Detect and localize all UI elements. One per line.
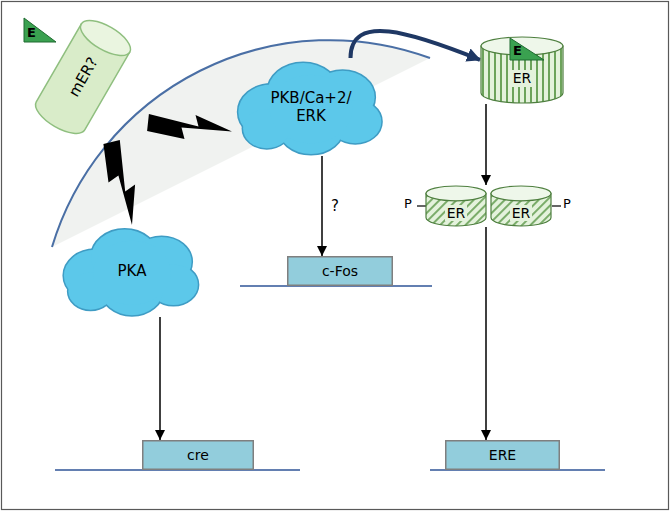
arrow-line: [485, 227, 487, 440]
estrogen-receptor: ER E: [480, 36, 564, 104]
phospho-bond: [417, 205, 426, 206]
membrane-receptor: mER? E: [18, 12, 148, 142]
signal-bolt: [103, 140, 135, 225]
edge-label: ?: [329, 197, 341, 215]
node-label: mER?: [65, 54, 102, 100]
curved-arrow: [351, 31, 481, 60]
arrow-line: [485, 104, 487, 185]
gene-element-box: ERE: [445, 440, 560, 470]
node-label: E: [27, 25, 36, 41]
receptor-dimer-unit: ER: [425, 185, 487, 227]
node-label: cre: [187, 447, 209, 464]
receptor-dimer-unit: ER: [490, 185, 552, 227]
gene-element-box: c-Fos: [287, 256, 393, 286]
kinase-cloud: PKB/Ca+2/ ERK: [232, 58, 390, 156]
node-label: c-Fos: [322, 263, 358, 280]
phosphate-label: P: [404, 196, 412, 212]
node-label: ERE: [489, 447, 516, 464]
estrogen-ligand: E: [24, 18, 56, 42]
node-label: PKA: [118, 262, 147, 280]
gene-element-box: cre: [142, 440, 254, 470]
phosphate-label: P: [563, 196, 571, 212]
node-label: E: [513, 43, 522, 59]
node-label: ER: [510, 205, 533, 222]
node-label: PKB/Ca+2/ ERK: [263, 89, 359, 125]
node-label: ER: [511, 70, 534, 87]
kinase-cloud: PKA: [58, 225, 206, 317]
arrow-line: [159, 317, 161, 440]
arrow-line: [321, 156, 323, 256]
phospho-bond: [552, 205, 561, 206]
estrogen-ligand: E: [510, 38, 544, 60]
node-label: ER: [445, 205, 468, 222]
signal-bolt: [147, 114, 232, 139]
